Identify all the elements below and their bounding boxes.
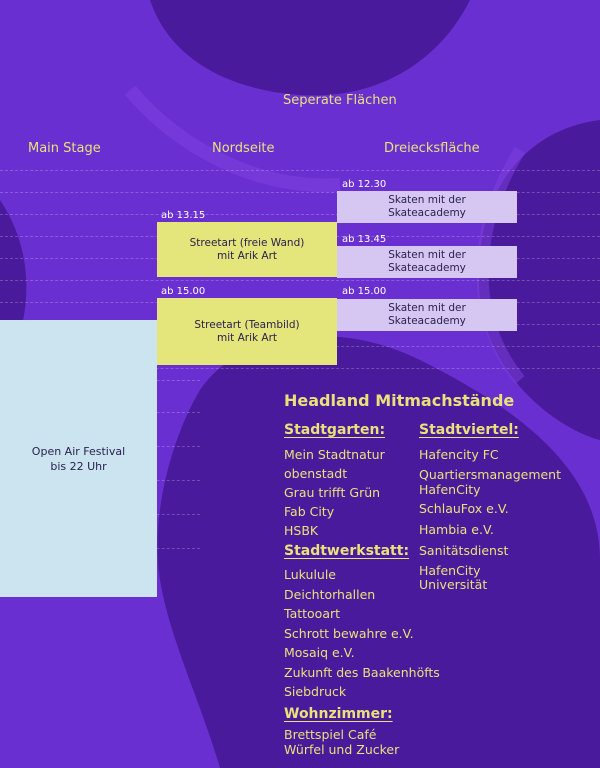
list-item: Grau trifft Grün (284, 485, 381, 500)
group-title-stadtviertel: Stadtviertel: (419, 422, 519, 438)
grid-line (0, 214, 600, 215)
block-text: Skaten mit der (388, 194, 466, 206)
list-item: Hambia e.V. (419, 522, 494, 537)
schedule-block-skaten: Skaten mit der Skateacademy (337, 246, 517, 278)
grid-line (0, 368, 600, 369)
list-item: Quartiersmanagement (419, 467, 562, 482)
grid-line (0, 170, 600, 171)
block-text: Skaten mit der (388, 302, 466, 314)
schedule-block-skaten: Skaten mit der Skateacademy (337, 191, 517, 223)
group-title-stadtwerkstatt: Stadtwerkstatt: (284, 543, 410, 559)
block-text: Streetart (freie Wand) (189, 236, 305, 249)
block-text: mit Arik Art (216, 249, 278, 262)
block-text: Skateacademy (388, 315, 466, 327)
list-item: Fab City (284, 504, 335, 519)
list-item: Mosaiq e.V. (284, 645, 355, 660)
list-item: HafenCity (419, 563, 481, 578)
list-item: Sanitätsdienst (419, 543, 509, 558)
block-text: Skateacademy (388, 262, 466, 274)
stadtwerkstatt-list: Lukulule Deichtorhallen Tattooart Schrot… (284, 565, 440, 702)
time-label: ab 13.45 (342, 234, 387, 245)
section-label: Seperate Flächen (283, 93, 397, 108)
list-item: Schrott bewahre e.V. (284, 625, 414, 641)
block-text: Skaten mit der (388, 249, 466, 261)
time-label: ab 13.15 (161, 210, 206, 221)
grid-line (0, 280, 600, 281)
list-item: HSBK (284, 523, 319, 538)
mitmach-title: Headland Mitmachstände (284, 391, 515, 410)
block-text: Streetart (Teambild) (194, 318, 300, 331)
list-item: Hafencity FC (419, 447, 499, 462)
list-item: Brettspiel Café (284, 727, 377, 742)
list-item: Tattooart (284, 606, 341, 621)
schedule-block-streetart: Streetart (Teambild) mit Arik Art (157, 298, 337, 365)
list-item: Universität (419, 577, 488, 592)
list-item: Siebdruck (284, 684, 347, 699)
block-text: Skateacademy (388, 207, 466, 219)
stadtgarten-list: Mein Stadtnatur obenstadt Grau trifft Gr… (284, 445, 385, 540)
schedule-block-skaten: Skaten mit der Skateacademy (337, 299, 517, 331)
list-item: Zukunft des Baakenhöfts (284, 664, 440, 680)
list-item: SchlauFox e.V. (419, 501, 509, 516)
group-title-stadtgarten: Stadtgarten: (284, 422, 386, 438)
block-text: mit Arik Art (216, 331, 278, 344)
column-header-nordseite: Nordseite (212, 141, 275, 156)
schedule-block-streetart: Streetart (freie Wand) mit Arik Art (157, 222, 337, 277)
stadtviertel-list: Hafencity FC Quartiersmanagement HafenCi… (419, 445, 561, 592)
time-label: ab 15.00 (342, 286, 387, 297)
column-header-main-stage: Main Stage (28, 141, 101, 156)
list-item: HafenCity (419, 482, 481, 497)
schedule-block-open-air-festival: Open Air Festival bis 22 Uhr (0, 320, 157, 597)
list-item: Deichtorhallen (284, 586, 376, 602)
time-label: ab 12.30 (342, 179, 387, 190)
grid-line (0, 192, 600, 193)
block-text: Open Air Festival (31, 444, 126, 458)
list-item: obenstadt (284, 466, 348, 481)
column-header-dreiecksflaeche: Dreiecksfläche (384, 141, 480, 156)
block-text: bis 22 Uhr (50, 459, 107, 473)
wohnzimmer-list: Brettspiel Café Würfel und Zucker (284, 727, 399, 757)
group-title-wohnzimmer: Wohnzimmer: (284, 706, 393, 722)
list-item: Lukulule (284, 567, 337, 582)
list-item: Würfel und Zucker (284, 742, 400, 757)
time-label: ab 15.00 (161, 286, 206, 297)
list-item: Mein Stadtnatur (284, 447, 385, 462)
